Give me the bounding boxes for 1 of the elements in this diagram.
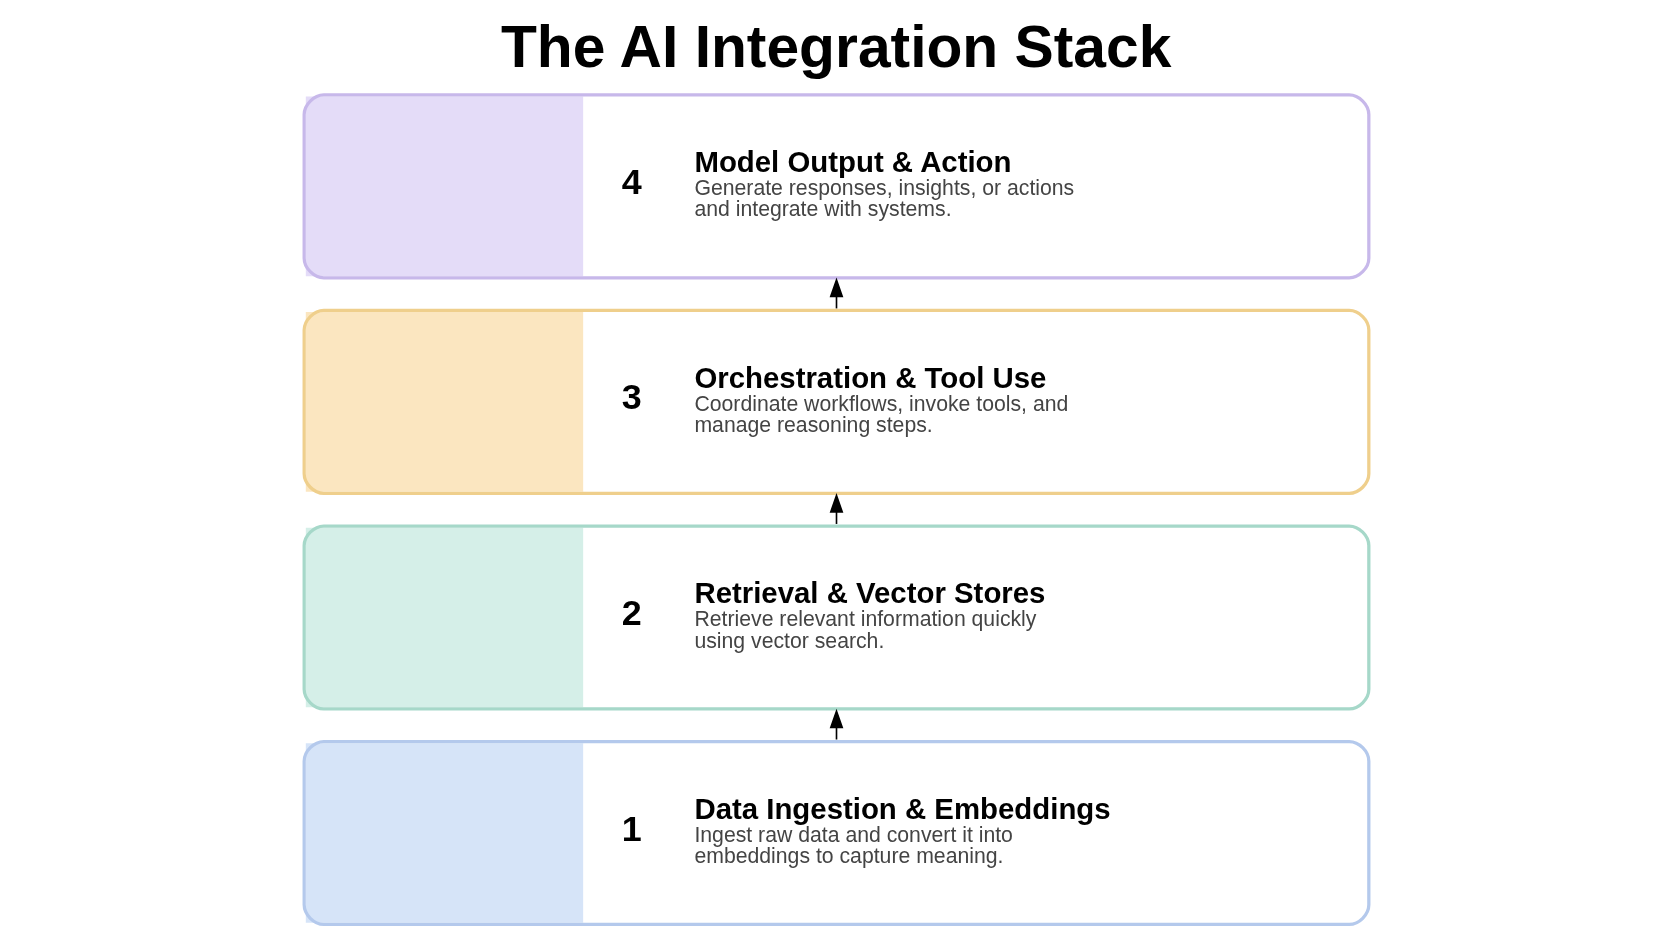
diagram-title: The AI Integration Stack: [500, 13, 1171, 79]
